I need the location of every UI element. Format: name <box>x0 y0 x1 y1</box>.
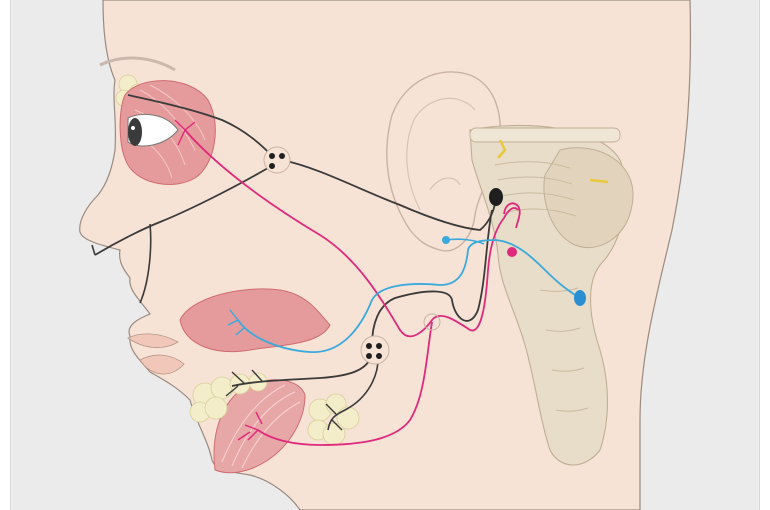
yellow-marker-lower <box>589 178 609 184</box>
spinal-cord-top <box>469 127 621 143</box>
nerve-black-gland-twigs <box>225 369 343 431</box>
nucleus-icon <box>489 188 503 206</box>
salivary-gland-upper <box>179 288 331 353</box>
yellow-marker-upper <box>497 139 507 159</box>
nerve-black-glands <box>231 351 373 387</box>
cerebellum <box>543 147 634 249</box>
tongue-fibers <box>221 384 301 469</box>
nerve-blue-main <box>237 239 581 353</box>
nerve-pink-tongue-twigs <box>237 411 263 441</box>
eye-icon <box>127 113 179 147</box>
nucleus-blue-large-icon <box>574 290 586 306</box>
nerve-black-submandibular <box>327 351 379 431</box>
small-ganglion-ring <box>423 313 441 331</box>
nerve-pink-tongue <box>257 321 433 446</box>
sublingual-gland <box>189 372 268 423</box>
ear-canal <box>429 177 461 191</box>
left-frame-border <box>0 0 11 510</box>
nerve-black-lacrimal <box>127 94 275 159</box>
ganglion-icon <box>263 146 291 174</box>
nerve-blue-twigs <box>227 309 245 336</box>
nerve-black-nasal-branch <box>139 223 152 304</box>
nucleus-pink-icon <box>507 247 517 257</box>
nerve-pink-loop <box>503 202 521 229</box>
nucleus-blue-small-icon <box>442 236 450 244</box>
brainstem-folds <box>494 161 589 412</box>
submandibular-ganglion-icon <box>360 335 390 365</box>
nerve-black-nasal-tip <box>91 244 96 256</box>
upper-lip <box>127 333 179 348</box>
nerve-black-nasal <box>94 167 269 256</box>
nerve-pink-eye-twigs <box>174 119 196 146</box>
lower-lip <box>139 354 185 375</box>
ear-inner-fold <box>406 97 476 211</box>
nerve-black-chorda <box>371 209 493 346</box>
right-frame-border <box>759 0 770 510</box>
nerve-pink-main <box>184 129 519 338</box>
eyebrow <box>99 56 176 72</box>
nerve-black-main <box>281 159 497 231</box>
